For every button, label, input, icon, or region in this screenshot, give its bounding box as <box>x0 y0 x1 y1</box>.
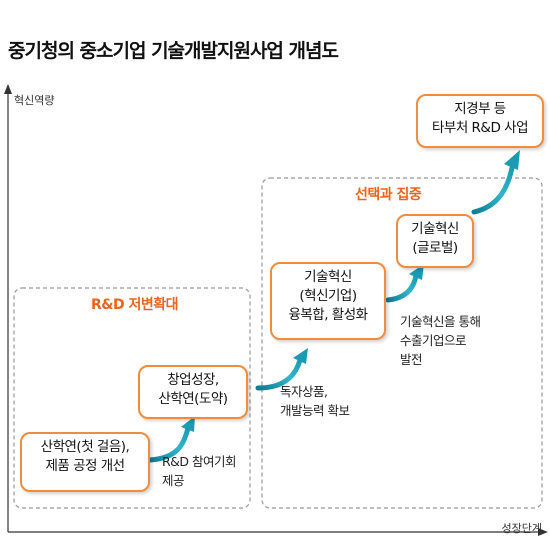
box-innovation: 기술혁신 (혁신기업) 융복합, 활성화 <box>270 262 386 340</box>
arrow-3 <box>385 273 419 303</box>
arrow-3-head <box>409 264 424 280</box>
box-innovation-line-2: (혁신기업) <box>299 288 357 304</box>
arrow-1 <box>147 425 191 463</box>
arrow-4-head <box>504 150 520 170</box>
note-export-line-3: 발전 <box>400 352 423 367</box>
box-growth: 창업성장, 산학연(도약) <box>138 365 248 419</box>
y-axis-label: 혁신역량 <box>14 94 55 107</box>
box-global-line-1: 기술혁신 <box>411 221 459 237</box>
arrow-2 <box>255 357 303 391</box>
box-global-line-2: (글로벌) <box>412 240 458 256</box>
x-axis-arrowhead <box>538 528 548 536</box>
note-export-line-1: 기술혁신을 통해 <box>400 314 481 329</box>
zone-selection <box>261 177 543 509</box>
box-startup: 산학연(첫 걸음), 제품 공정 개선 <box>20 432 150 492</box>
zone-selection-title: 선택과 집중 <box>352 184 425 204</box>
box-startup-line-1: 산학연(첫 걸음), <box>40 439 130 455</box>
growth-arrows <box>147 150 520 463</box>
axes <box>4 84 548 536</box>
x-axis-label: 성장단계 <box>501 522 542 535</box>
note-rd-participation-line-2: 제공 <box>162 473 185 488</box>
note-rd-participation-line-1: R&D 참여기회 <box>162 454 237 469</box>
diagram-title: 중기청의 중소기업 기술개발지원사업 개념도 <box>8 40 339 62</box>
zone-rd-expansion-title: R&D 저변확대 <box>88 294 182 314</box>
note-product-line-1: 독자상품, <box>280 384 328 399</box>
note-export: 기술혁신을 통해 수출기업으로 발전 <box>400 312 481 369</box>
box-other-line-1: 지경부 등 <box>454 101 506 117</box>
box-global: 기술혁신 (글로벌) <box>396 214 474 268</box>
note-product: 독자상품, 개발능력 확보 <box>280 382 350 420</box>
box-innovation-line-3: 융복합, 활성화 <box>288 307 368 323</box>
y-axis-arrowhead <box>4 84 12 94</box>
arrow-2-head <box>293 348 308 364</box>
arrow-4 <box>471 165 515 215</box>
box-other-ministries: 지경부 등 타부처 R&D 사업 <box>416 94 544 148</box>
box-other-line-2: 타부처 R&D 사업 <box>432 120 529 136</box>
box-growth-line-2: 산학연(도약) <box>158 391 228 407</box>
box-growth-line-1: 창업성장, <box>167 372 219 388</box>
note-export-line-2: 수출기업으로 <box>400 333 467 348</box>
note-product-line-2: 개발능력 확보 <box>280 403 350 418</box>
note-rd-participation: R&D 참여기회 제공 <box>162 452 237 490</box>
box-startup-line-2: 제품 공정 개선 <box>45 458 125 474</box>
box-innovation-line-1: 기술혁신 <box>304 269 352 285</box>
arrow-1-head <box>181 416 195 432</box>
